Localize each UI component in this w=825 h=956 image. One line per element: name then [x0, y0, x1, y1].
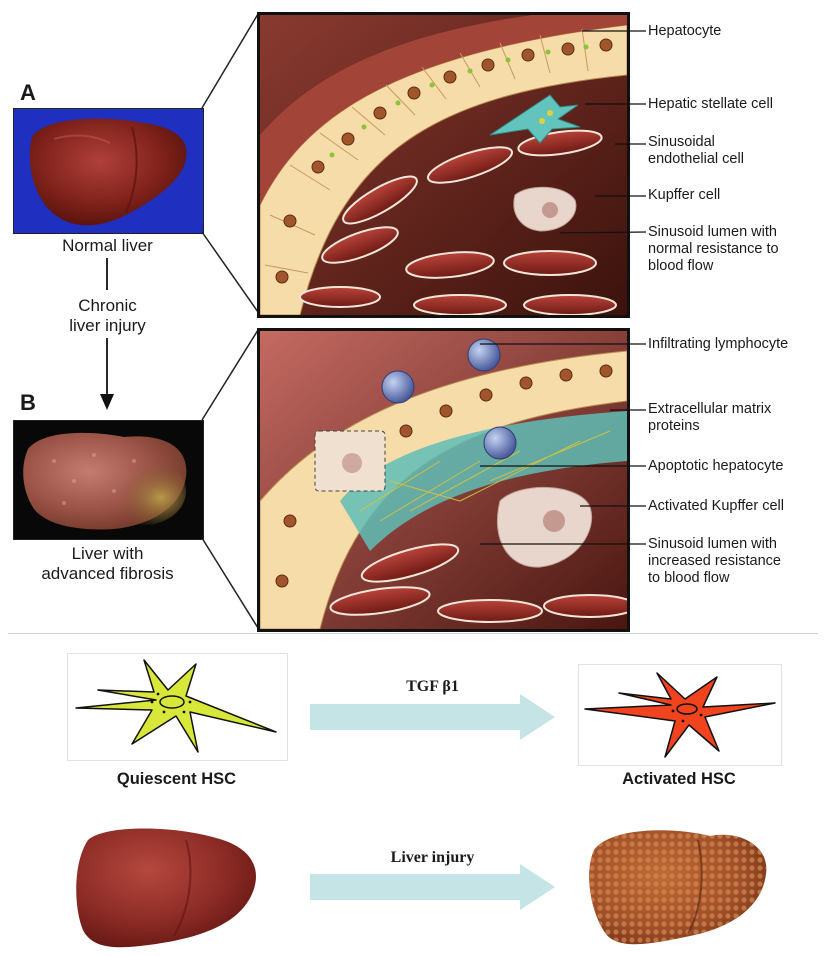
activated-hsc-card — [578, 664, 782, 766]
fibrotic-liver-photo — [13, 420, 204, 540]
activated-hsc-icon — [579, 665, 781, 765]
cirrhotic-liver-illustration — [580, 816, 776, 954]
callout-apoptotic-hepatocyte: Apoptotic hepatocyte — [648, 458, 783, 475]
quiescent-hsc-card — [67, 653, 288, 761]
callout-infiltrating-lymphocyte: Infiltrating lymphocyte — [648, 336, 788, 353]
callout-leaders-b — [480, 330, 650, 570]
panel-b-letter: B — [20, 390, 36, 416]
fibrotic-liver-caption: Liver with advanced fibrosis — [13, 544, 202, 584]
callout-hepatocyte: Hepatocyte — [648, 23, 721, 40]
callout-sinusoidal-endothelial-cell: Sinusoidal endothelial cell — [648, 134, 744, 168]
section-divider — [8, 633, 818, 634]
activated-hsc-label: Activated HSC — [578, 770, 780, 789]
callout-increased-sinusoid-lumen: Sinusoid lumen with increased resistance… — [648, 536, 781, 587]
callout-extracellular-matrix: Extracellular matrix proteins — [648, 401, 771, 435]
callout-kupffer-cell: Kupffer cell — [648, 187, 720, 204]
tgf-arrow — [310, 694, 556, 740]
callout-hepatic-stellate-cell: Hepatic stellate cell — [648, 96, 773, 113]
healthy-liver-illustration — [66, 818, 264, 954]
liver-injury-arrow — [310, 864, 556, 910]
callout-leaders-a — [560, 20, 650, 290]
chronic-injury-label: Chronic liver injury — [13, 296, 202, 336]
callout-activated-kupffer-cell: Activated Kupffer cell — [648, 498, 784, 515]
callout-normal-sinusoid-lumen: Sinusoid lumen with normal resistance to… — [648, 224, 779, 275]
quiescent-hsc-icon — [68, 654, 287, 760]
quiescent-hsc-label: Quiescent HSC — [67, 770, 286, 789]
